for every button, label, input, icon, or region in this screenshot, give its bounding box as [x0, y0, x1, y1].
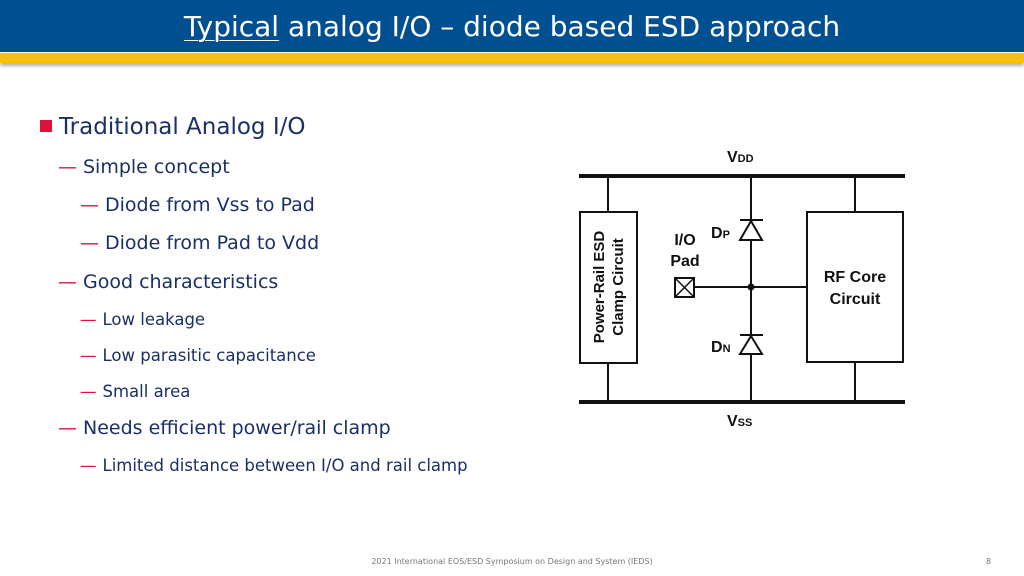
junction-dot: [747, 283, 755, 291]
page-number: 8: [986, 557, 992, 566]
diode-dp-icon: [738, 219, 764, 241]
bullet-level2: —Simple concept: [58, 156, 230, 178]
slide-title: Typical analog I/O – diode based ESD app…: [0, 0, 1024, 52]
io-pad-icon: [674, 277, 695, 298]
bullet-level2: —Good characteristics: [58, 271, 279, 293]
pad-label-1: I/O: [674, 232, 695, 249]
title-rest: analog I/O – diode based ESD approach: [279, 10, 841, 43]
bullet-level4: —Limited distance between I/O and rail c…: [80, 456, 468, 475]
footer: 2021 International EOS/ESD Symposium on …: [371, 557, 653, 566]
accent-stripe: [0, 53, 1024, 63]
dn-label: DN: [711, 339, 731, 356]
bullet-level4: —Low parasitic capacitance: [80, 346, 316, 365]
bullet-level4: —Small area: [80, 382, 191, 401]
bullet-level3: —Diode from Vss to Pad: [80, 194, 315, 216]
clamp-circuit-box: [579, 211, 638, 364]
bullet-level1: Traditional Analog I/O: [40, 114, 305, 140]
red-square-bullet-icon: [40, 120, 52, 132]
diode-dn-icon: [738, 334, 764, 355]
rf-core-box: [806, 211, 904, 363]
clamp-label-2: Clamp Circuit: [610, 238, 627, 336]
bullet-level3: —Diode from Pad to Vdd: [80, 232, 320, 254]
vdd-label: VDD: [727, 149, 754, 166]
pad-label-2: Pad: [670, 253, 699, 270]
core-label-2: Circuit: [830, 291, 881, 308]
clamp-label-1: Power-Rail ESD: [591, 231, 608, 344]
title-underlined: Typical: [183, 10, 280, 43]
bullet-level4: —Low leakage: [80, 310, 206, 329]
core-label-1: RF Core: [824, 269, 886, 286]
bullet-level2: —Needs efficient power/rail clamp: [58, 417, 391, 439]
dp-label: DP: [711, 225, 730, 242]
vss-label: VSS: [727, 413, 752, 430]
title-bar: [0, 0, 1024, 52]
